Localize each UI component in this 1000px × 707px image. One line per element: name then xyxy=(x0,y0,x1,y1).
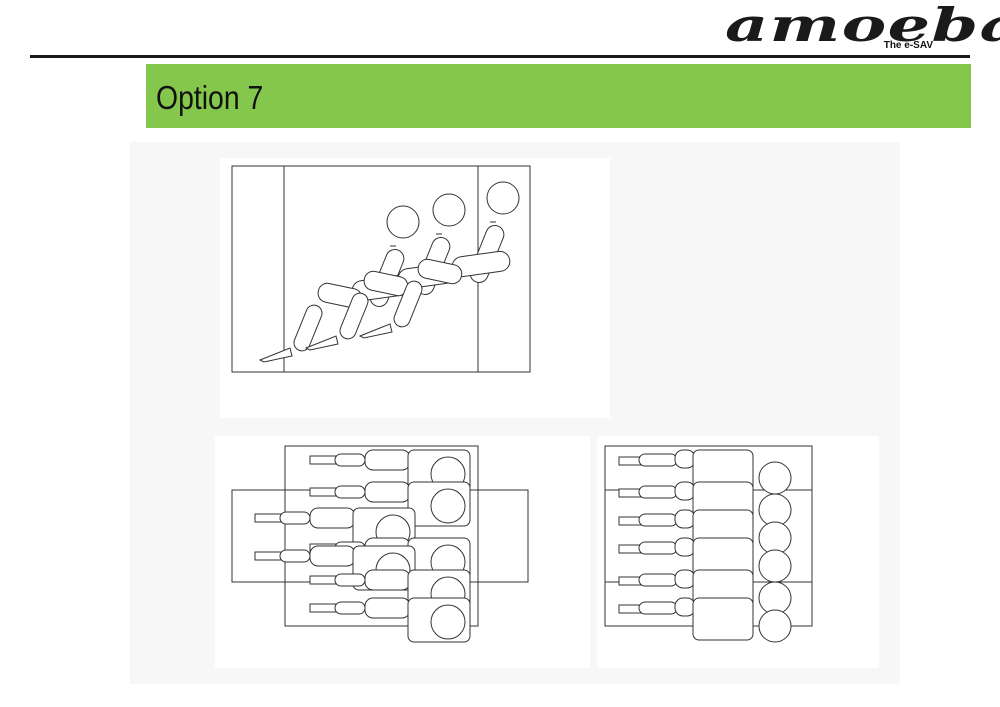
top-view-aligned-drawing xyxy=(597,436,879,668)
top-view-aligned-panel xyxy=(597,436,879,668)
top-view-staggered-panel xyxy=(215,436,590,668)
top-view-staggered-drawing xyxy=(215,436,590,668)
title-band: Option 7 xyxy=(146,64,971,128)
slide-title: Option 7 xyxy=(156,79,264,116)
logo-wordmark: amoeba xyxy=(725,0,1000,52)
header-rule xyxy=(30,55,970,58)
logo-tagline: The e-SAV xyxy=(883,40,933,51)
side-view-panel xyxy=(220,158,610,418)
amoeba-logo: amoeba The e-SAV xyxy=(725,0,1000,52)
side-view-drawing xyxy=(220,158,610,418)
